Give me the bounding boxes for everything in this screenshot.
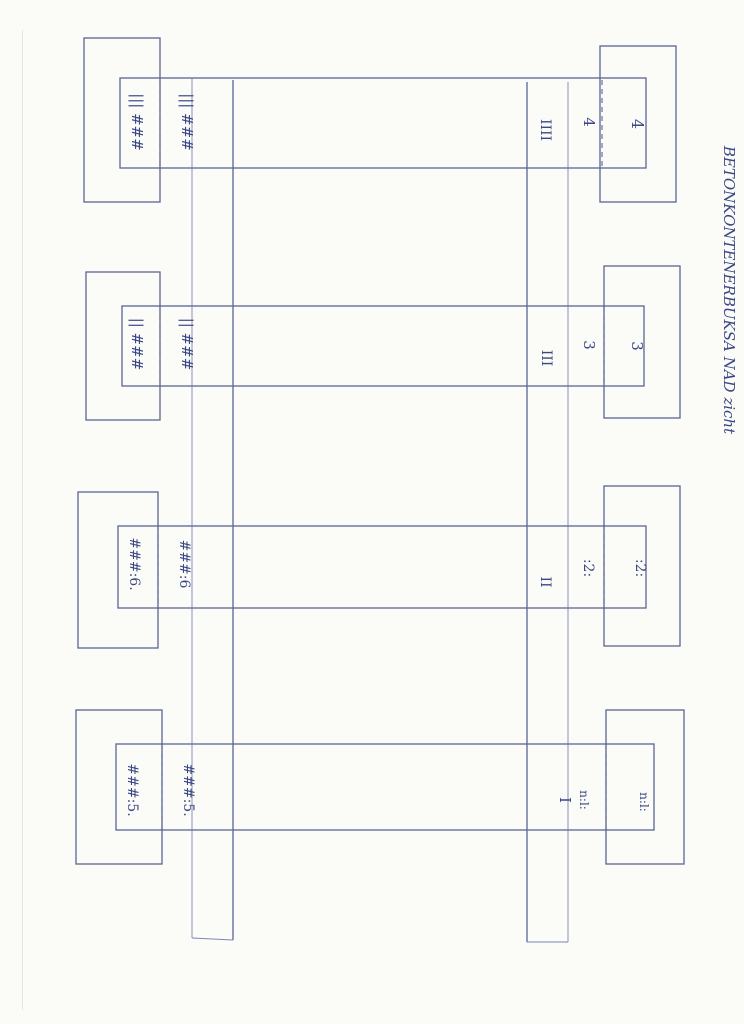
row-1-roman-numeral: IIII [537, 119, 553, 141]
paper-edge [22, 30, 23, 1010]
row-4-beam [115, 743, 655, 831]
right-rails [526, 82, 569, 943]
row-3-roman-numeral: II [537, 576, 553, 587]
row-2 [85, 265, 681, 421]
row-4-outer-number: n:l: [637, 792, 651, 812]
row-1 [83, 37, 677, 203]
row-2-beam [121, 305, 645, 387]
row-3-left-tally: ###:6. [126, 537, 142, 590]
row-4 [75, 709, 685, 865]
row-1-left-tally: ||| ### [128, 93, 146, 151]
row-1-left-footing [83, 37, 161, 203]
row-4-inner-number: n:l: [577, 790, 591, 810]
row-2-right-tally: || ### [178, 318, 196, 371]
row-4-left-tally: ###:5. [124, 763, 140, 816]
left-rails [191, 78, 234, 941]
row-4-right-footing [605, 709, 685, 865]
row-1-inner-number: 4 [580, 117, 598, 127]
row-3 [77, 485, 681, 649]
row-2-inner-number: 3 [580, 340, 598, 350]
row-2-outer-number: 3 [628, 341, 646, 351]
row-1-right-tally: ||| ### [178, 93, 196, 151]
row-3-beam [117, 525, 647, 609]
row-2-roman-numeral: III [538, 350, 554, 367]
drawing-caption: BETONKONTENERBUKSA NAD zicht [720, 145, 738, 435]
row-1-right-footing [599, 45, 677, 203]
row-3-inner-number: :2: [580, 559, 596, 577]
row-3-right-tally: ###:6 [176, 540, 192, 589]
row-2-left-tally: || ### [128, 318, 146, 371]
row-1-beam [119, 77, 647, 169]
row-1-outer-number: 4 [628, 119, 647, 129]
row-4-right-tally: ###:5. [180, 763, 196, 816]
row-3-outer-number: :2: [632, 559, 648, 577]
row-3-left-footing [77, 491, 159, 649]
row-4-left-footing [75, 709, 163, 865]
row-4-roman-numeral: I [556, 797, 574, 803]
row-2-left-footing [85, 271, 161, 421]
